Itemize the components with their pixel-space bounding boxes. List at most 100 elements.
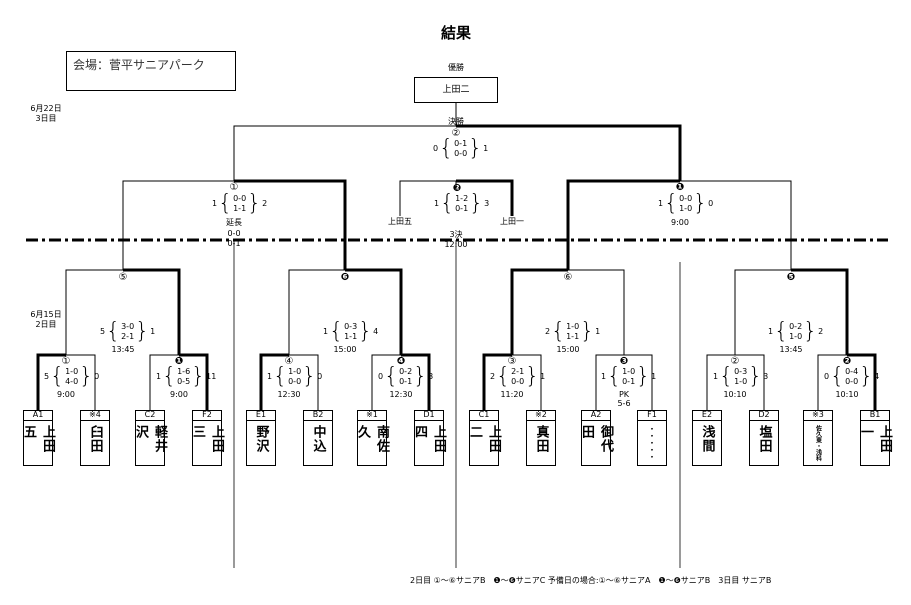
semi-left-score-left: 1 [212, 199, 218, 208]
semi-left-half2: 1-1 [233, 204, 247, 213]
r1-4-time: 12:30 [389, 390, 413, 399]
brace-close-icon: } [525, 364, 540, 389]
venue-box: 会場：菅平サニアパーク [66, 51, 236, 91]
brace-close-icon: } [468, 136, 483, 161]
champion-box: 上田二 [414, 77, 498, 103]
team-card: 御代田 [579, 410, 613, 466]
day2-date: 6月15日 [30, 310, 62, 319]
r1-2-score-left: 1 [156, 372, 162, 381]
r1-2-score-right: 11 [206, 372, 217, 381]
qf1-time: 13:45 [111, 345, 135, 354]
final-half1: 0-1 [454, 139, 468, 148]
qf1-match-number: ⑤ [118, 272, 128, 283]
qf1-half1: 3-0 [121, 322, 135, 331]
semi-left-score-right: 2 [262, 199, 268, 208]
champion-label: 優勝 [448, 63, 464, 72]
r1-6-pk-score: 5-6 [617, 399, 631, 408]
third-score-left: 1 [434, 199, 440, 208]
team-seed: B2 [303, 410, 333, 421]
team-name: 野沢 [253, 425, 269, 453]
team-seed: ※1 [357, 410, 387, 421]
qf1-half2: 2-1 [121, 332, 135, 341]
r1-7-score-left: 1 [713, 372, 719, 381]
qf3-match-number: ⑥ [563, 272, 573, 283]
brace-close-icon: } [693, 191, 708, 216]
brace-open-icon: { [50, 364, 65, 389]
team-name: 上田三 [190, 425, 224, 453]
team-seed: F1 [637, 410, 667, 421]
qf1-score-right: 1 [150, 327, 156, 336]
qf2-half1: 0-3 [344, 322, 358, 331]
team-seed: C1 [469, 410, 499, 421]
qf4-match-number: ❺ [786, 272, 796, 283]
brace-close-icon: } [302, 364, 317, 389]
brace-open-icon: { [719, 364, 734, 389]
brace-open-icon: { [439, 136, 454, 161]
r1-8-match-number: ❷ [842, 356, 852, 367]
team-name: 真田 [533, 425, 549, 453]
r1-1-time: 9:00 [57, 390, 75, 399]
team-seed: D2 [749, 410, 779, 421]
brace-open-icon: { [496, 364, 511, 389]
brace-close-icon: } [580, 319, 595, 344]
team-seed: F2 [192, 410, 222, 421]
third-team-right: 上田一 [500, 217, 524, 226]
team-name: 浅間 [699, 425, 715, 453]
r1-5-score-right: 1 [540, 372, 546, 381]
team-seed: A2 [581, 410, 611, 421]
r1-4-half1: 0-2 [399, 367, 413, 376]
team-card: 上田一 [858, 410, 892, 466]
final-label: 決勝 [448, 117, 464, 126]
semi-right-half1: 0-0 [679, 194, 693, 203]
r1-1-match-number: ① [61, 356, 71, 367]
team-name: 臼田 [87, 425, 103, 453]
team-seed: D1 [414, 410, 444, 421]
semi-right-score-right: 0 [708, 199, 714, 208]
r1-3-match-number: ④ [284, 356, 294, 367]
team-name: 上田二 [467, 425, 501, 453]
r1-1-half1: 1-0 [65, 367, 79, 376]
team-card: 浅間 [692, 410, 722, 466]
r1-7-match-number: ② [730, 356, 740, 367]
team-seed: ※3 [803, 410, 833, 421]
third-label: 3決 [449, 230, 463, 239]
team-card: 臼田 [80, 410, 110, 466]
team-name: 中込 [310, 425, 326, 453]
qf2-score-left: 1 [323, 327, 329, 336]
team-seed: E2 [692, 410, 722, 421]
third-half1: 1-2 [455, 194, 469, 203]
team-seed: A1 [23, 410, 53, 421]
qf3-half2: 1-1 [566, 332, 580, 341]
r1-6-half1: 1-0 [622, 367, 636, 376]
final-score-right: 1 [483, 144, 489, 153]
team-seed: C2 [135, 410, 165, 421]
team-name: 佐久東・浅科 [814, 425, 822, 461]
brace-close-icon: } [803, 319, 818, 344]
team-seed: B1 [860, 410, 890, 421]
semi-right-match-number: ❶ [675, 182, 685, 193]
r1-7-half1: 0-3 [734, 367, 748, 376]
brace-open-icon: { [774, 319, 789, 344]
team-card: 南佐久 [355, 410, 389, 466]
r1-5-half2: 0-0 [511, 377, 525, 386]
brace-close-icon: } [636, 364, 651, 389]
semi-right-time: 9:00 [671, 218, 689, 227]
team-seed: ※2 [526, 410, 556, 421]
team-seed: E1 [246, 410, 276, 421]
r1-7-time: 10:10 [723, 390, 747, 399]
qf3-half1: 1-0 [566, 322, 580, 331]
r1-4-match-number: ❹ [396, 356, 406, 367]
brace-close-icon: } [748, 364, 763, 389]
r1-7-score-right: 3 [763, 372, 769, 381]
brace-close-icon: } [469, 191, 484, 216]
qf4-score-left: 1 [768, 327, 774, 336]
team-name: ・・・・・ [648, 425, 656, 460]
